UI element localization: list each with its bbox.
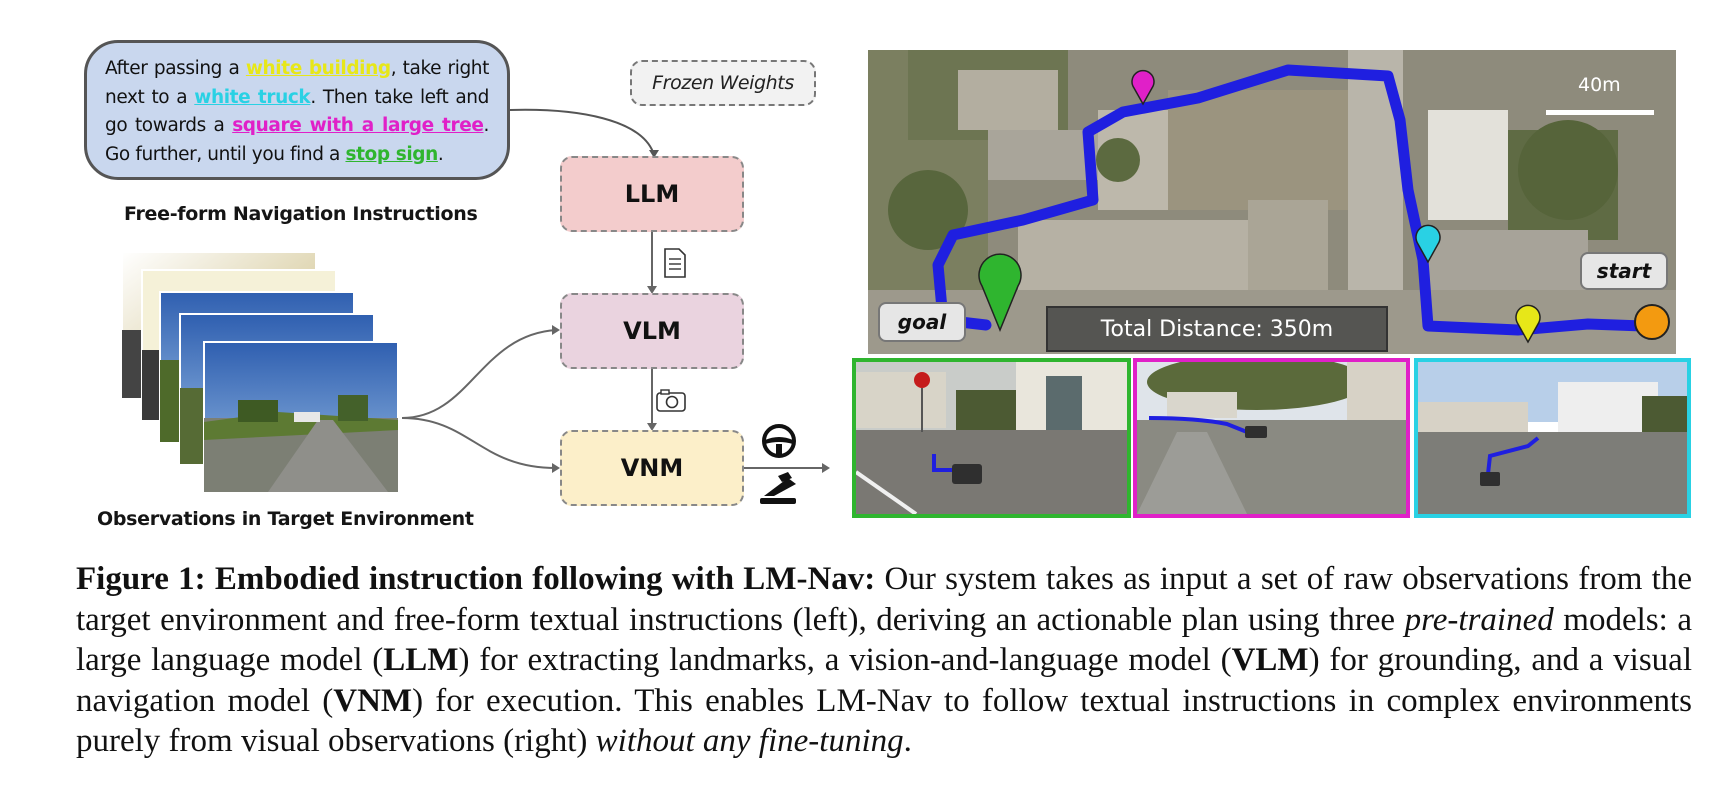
instruction-text: After passing a <box>105 58 246 79</box>
figure-caption: Figure 1: Embodied instruction following… <box>76 559 1692 762</box>
landmark-white-building: white building <box>245 58 391 79</box>
photo-white-truck <box>1414 358 1691 518</box>
photo-large-tree-image <box>1137 362 1406 514</box>
frozen-weights-label: Frozen Weights <box>630 60 816 106</box>
robot-icon <box>1480 472 1500 486</box>
observation-frame-5 <box>203 341 399 493</box>
landmark-square-tree: square with a large tree <box>232 115 484 136</box>
scale-label: 40m <box>1578 74 1621 96</box>
landmark-stop-sign: stop sign <box>345 143 438 165</box>
caption-text: . <box>903 723 912 759</box>
figure-label: Figure 1: Embodied instruction following… <box>76 561 876 597</box>
satellite-map <box>868 50 1676 354</box>
instruction-text: . Go further, until you find a <box>105 115 489 165</box>
document-icon <box>664 248 686 278</box>
caption-term-vnm: VNM <box>333 682 413 719</box>
landmark-pin-yellow <box>1515 304 1541 344</box>
goal-pin-green <box>978 253 1022 332</box>
instruction-text: . Then take left and go towards a <box>105 86 489 137</box>
robot-icon <box>1245 426 1267 438</box>
route-path <box>932 64 1649 336</box>
caption-term-vlm: VLM <box>1231 642 1309 678</box>
scale-bar <box>1546 110 1654 115</box>
photo-stop-sign <box>852 358 1131 518</box>
instruction-text: , take right next to a <box>105 58 489 108</box>
photo-stop-sign-image <box>856 362 1127 514</box>
caption-text: ) for grounding, and a visual navigation… <box>76 642 1692 719</box>
instructions-caption: Free-form Navigation Instructions <box>124 203 478 225</box>
caption-term-llm: LLM <box>383 642 459 678</box>
pedal-icon <box>760 472 796 504</box>
instruction-text: . <box>437 143 444 165</box>
caption-text: Our system takes as input a set of raw o… <box>76 561 1692 638</box>
stop-sign-icon <box>914 372 930 388</box>
landmark-white-truck: white truck <box>194 86 311 108</box>
route-overlay <box>932 64 1670 344</box>
caption-emphasis: pre-trained <box>1404 601 1554 638</box>
photo-large-tree <box>1133 358 1410 518</box>
start-tag: start <box>1580 252 1668 290</box>
vlm-box: VLM <box>560 293 744 369</box>
total-distance-label: Total Distance: 350m <box>1046 306 1388 352</box>
photo-white-truck-image <box>1418 362 1687 514</box>
caption-text: ) for extracting landmarks, a vision-and… <box>458 642 1232 678</box>
observations-stack <box>121 251 399 493</box>
landmark-pin-magenta <box>1131 69 1155 106</box>
caption-emphasis: without any fine-tuning <box>595 723 904 759</box>
robot-icon <box>952 464 982 484</box>
camera-icon <box>656 389 686 412</box>
start-marker <box>1634 304 1670 340</box>
caption-text: ) for execution. This enables LM-Nav to … <box>76 682 1692 760</box>
caption-text: models: a large language model ( <box>76 601 1692 679</box>
instruction-bubble: After passing a white building, take rig… <box>84 40 510 180</box>
observations-caption: Observations in Target Environment <box>97 508 474 530</box>
steering-wheel-icon <box>762 424 796 458</box>
map-imagery <box>868 50 1676 354</box>
landmark-pin-cyan <box>1415 224 1441 264</box>
vnm-box: VNM <box>560 430 744 506</box>
goal-tag: goal <box>878 302 966 342</box>
white-truck-icon <box>1558 382 1658 438</box>
llm-box: LLM <box>560 156 744 232</box>
